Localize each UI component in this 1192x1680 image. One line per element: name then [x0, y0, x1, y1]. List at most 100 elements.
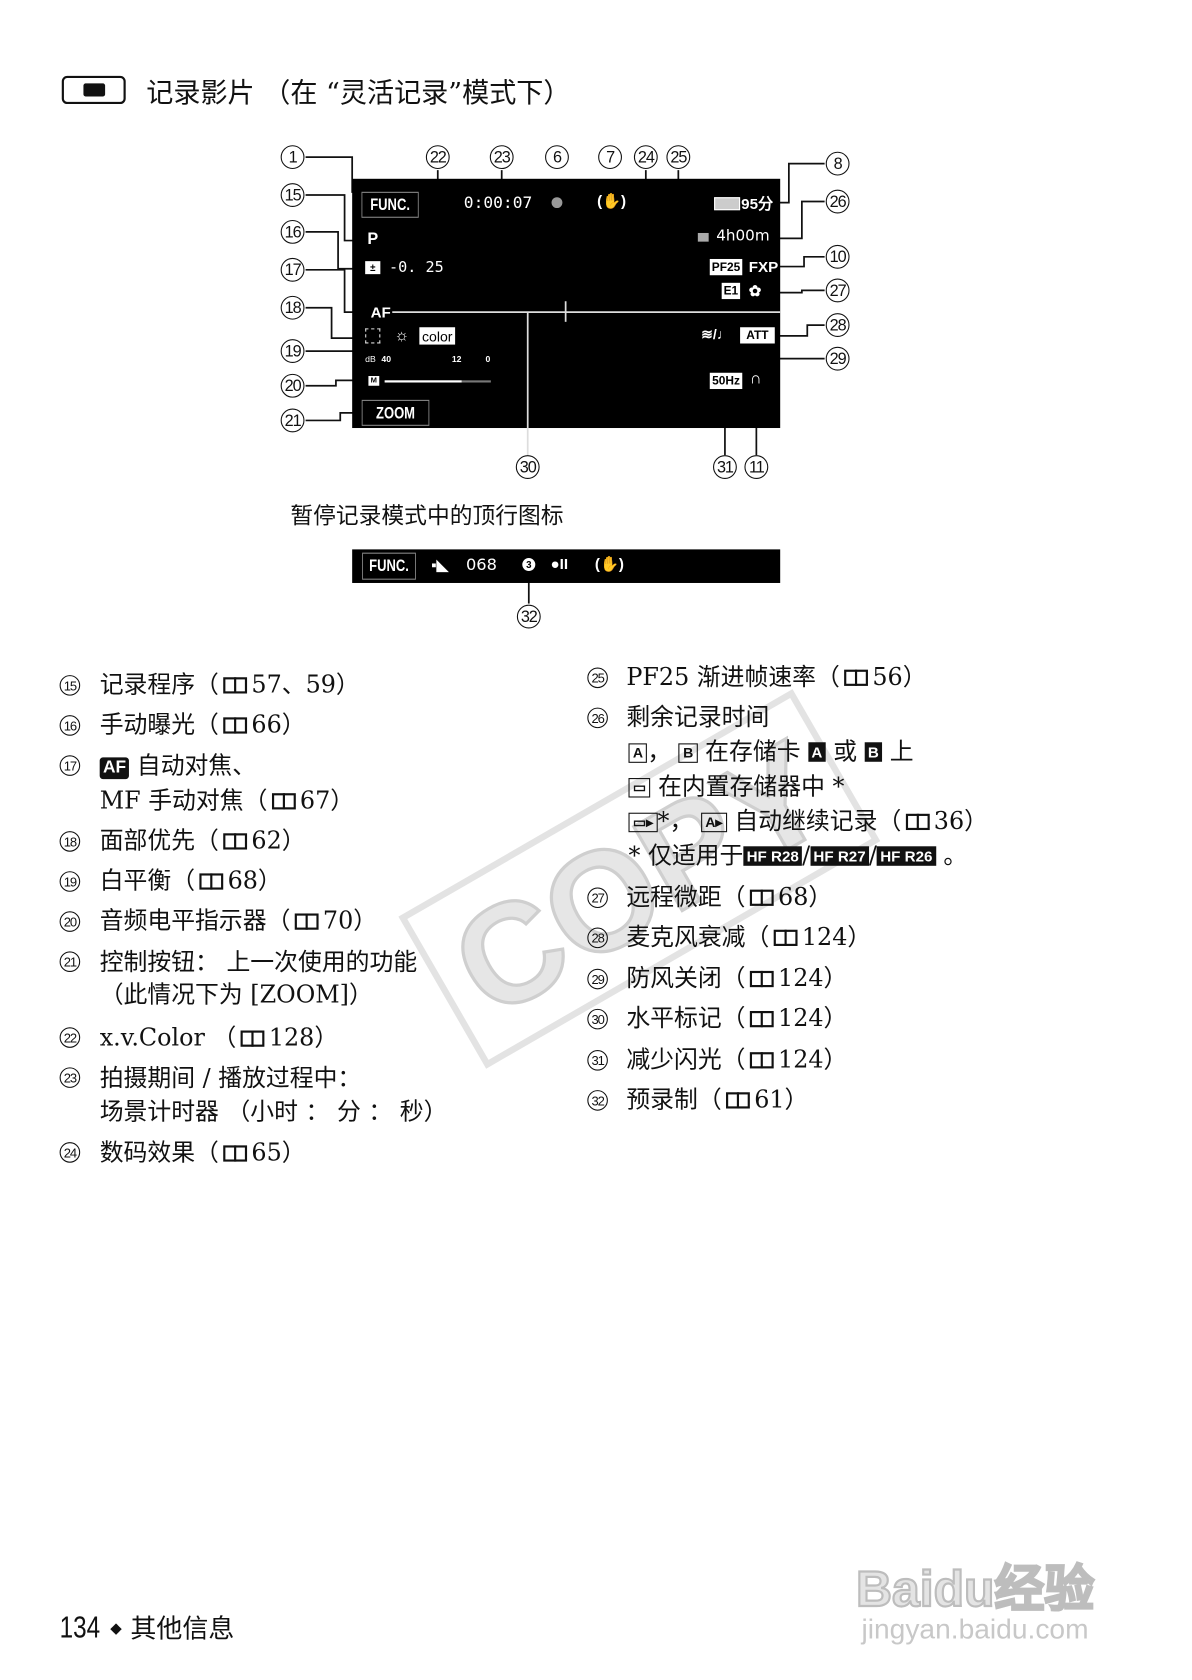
list-item: 防风关闭（124）: [626, 965, 848, 993]
item-number: 22: [59, 1027, 81, 1048]
card-b-filled-icon: B: [864, 742, 883, 762]
list-item: 麦克风衰减（124）: [626, 924, 872, 952]
battery-remaining: 95分: [741, 195, 774, 213]
callout-16: 16: [280, 219, 305, 244]
item-number: 20: [59, 911, 81, 932]
card-b-icon: B: [678, 743, 698, 763]
program-mode: P: [367, 229, 379, 249]
db-tick-0: 0: [485, 354, 491, 365]
baidu-url: jingyan.baidu.com: [861, 1612, 1089, 1645]
audio-level-meter: [384, 380, 491, 383]
item-number: 18: [59, 831, 81, 852]
callout-32: 32: [516, 604, 541, 629]
book-icon: [223, 677, 248, 694]
list-item-line: ▭ 在内置存储器中 *: [628, 774, 844, 802]
scene-timer: 0:00:07: [463, 192, 533, 213]
item-number: 28: [587, 927, 608, 949]
db-tick-12: 12: [451, 354, 462, 365]
item-number: 27: [587, 887, 608, 909]
baidu-logo: Baidu经验: [855, 1559, 1095, 1618]
db-tick-40: 40: [381, 354, 392, 365]
xv-color-badge: color: [419, 327, 456, 345]
audio-level-fill: [384, 380, 462, 383]
list-item: x.v.Color （128）: [99, 1025, 339, 1053]
diamond-icon: ◆: [110, 1618, 122, 1637]
callout-21: 21: [280, 408, 305, 433]
item-number: 16: [59, 715, 81, 736]
movie-camera-icon: ▪◣: [431, 555, 449, 574]
list-item: 拍摄期间 / 播放过程中：: [99, 1065, 362, 1093]
callout-27: 27: [825, 278, 850, 303]
page-number: 134: [59, 1610, 101, 1644]
digital-effect-badge: E1: [721, 282, 741, 300]
callout-1: 1: [280, 145, 305, 170]
callout-11: 11: [744, 455, 769, 479]
battery-icon: [714, 197, 741, 211]
book-icon: [199, 873, 224, 890]
exposure-icon: ±: [365, 261, 381, 275]
book-icon: [773, 929, 798, 946]
wind-screen-off-icon: ≋/♩: [701, 326, 731, 343]
list-item-line: （此情况下为 [ZOOM]）: [99, 981, 373, 1009]
page-title: 记录影片 （在 “灵活记录”模式下）: [146, 76, 571, 109]
hand-shake-icon: (✋): [597, 191, 627, 210]
book-icon: [271, 793, 296, 810]
list-item-line: A， B 在存储卡 A 或 B 上: [628, 739, 914, 767]
book-icon: [240, 1030, 265, 1047]
func-button[interactable]: FUNC.: [361, 191, 419, 218]
model-badge: HF R28: [743, 846, 803, 866]
callout-26: 26: [825, 189, 850, 214]
model-badge: HF R27: [810, 846, 869, 866]
db-label: dB: [365, 354, 376, 365]
item-number: 19: [59, 871, 81, 892]
item-number: 17: [59, 755, 81, 776]
hand-shake-icon: (✋): [594, 554, 624, 573]
model-badge: HF R26: [876, 846, 936, 866]
list-item: AF 自动对焦、: [99, 753, 256, 781]
callout-10: 10: [825, 244, 850, 269]
item-number: 26: [587, 707, 608, 729]
mic-attenuator-badge: ATT: [740, 327, 775, 344]
callout-23: 23: [489, 145, 514, 170]
list-item-line: MF 手动对焦（67）: [99, 787, 355, 815]
mode-badge: [61, 75, 126, 105]
memory-icon: [697, 232, 709, 242]
book-icon: [749, 1052, 774, 1069]
list-item: PF25 渐进帧速率（56）: [626, 664, 927, 692]
flicker-reduction-badge: 50Hz: [709, 372, 743, 390]
af-tag: AF: [99, 757, 130, 780]
callout-17: 17: [280, 257, 305, 282]
callout-6: 6: [545, 145, 569, 170]
list-item: 水平标记（124）: [626, 1005, 848, 1033]
audio-mode-icon: M: [368, 376, 380, 386]
book-icon: [223, 717, 248, 734]
list-item: 记录程序（57、59）: [99, 671, 360, 699]
book-icon: [223, 1145, 248, 1162]
callout-30: 30: [515, 455, 540, 479]
book-icon: [726, 1092, 750, 1109]
pause-caption: 暂停记录模式中的顶行图标: [290, 502, 564, 529]
face-detection-icon: [365, 328, 381, 344]
book-icon: [844, 669, 869, 686]
list-item: 白平衡（68）: [99, 867, 282, 896]
callout-29: 29: [825, 346, 850, 371]
item-number: 15: [59, 675, 81, 696]
recording-mode: FXP: [748, 257, 779, 276]
item-number: 25: [587, 667, 608, 689]
pause-func-button[interactable]: FUNC.: [362, 552, 416, 580]
memory-relay-icon: ▭▸: [628, 812, 658, 833]
callout-8: 8: [825, 151, 850, 176]
list-item-line: 场景计时器 （小时 ： 分 ： 秒）: [99, 1098, 448, 1126]
book-icon: [223, 833, 248, 850]
book-icon: [905, 813, 930, 831]
callout-24: 24: [633, 145, 658, 170]
list-item: 手动曝光（66）: [99, 711, 306, 740]
callout-20: 20: [280, 373, 305, 398]
callout-25: 25: [666, 145, 691, 170]
zoom-button[interactable]: ZOOM: [361, 399, 430, 426]
callout-18: 18: [280, 295, 305, 320]
list-item: 控制按钮： 上一次使用的功能: [99, 949, 418, 977]
book-icon: [749, 970, 774, 988]
list-item: 数码效果（65）: [99, 1139, 306, 1168]
